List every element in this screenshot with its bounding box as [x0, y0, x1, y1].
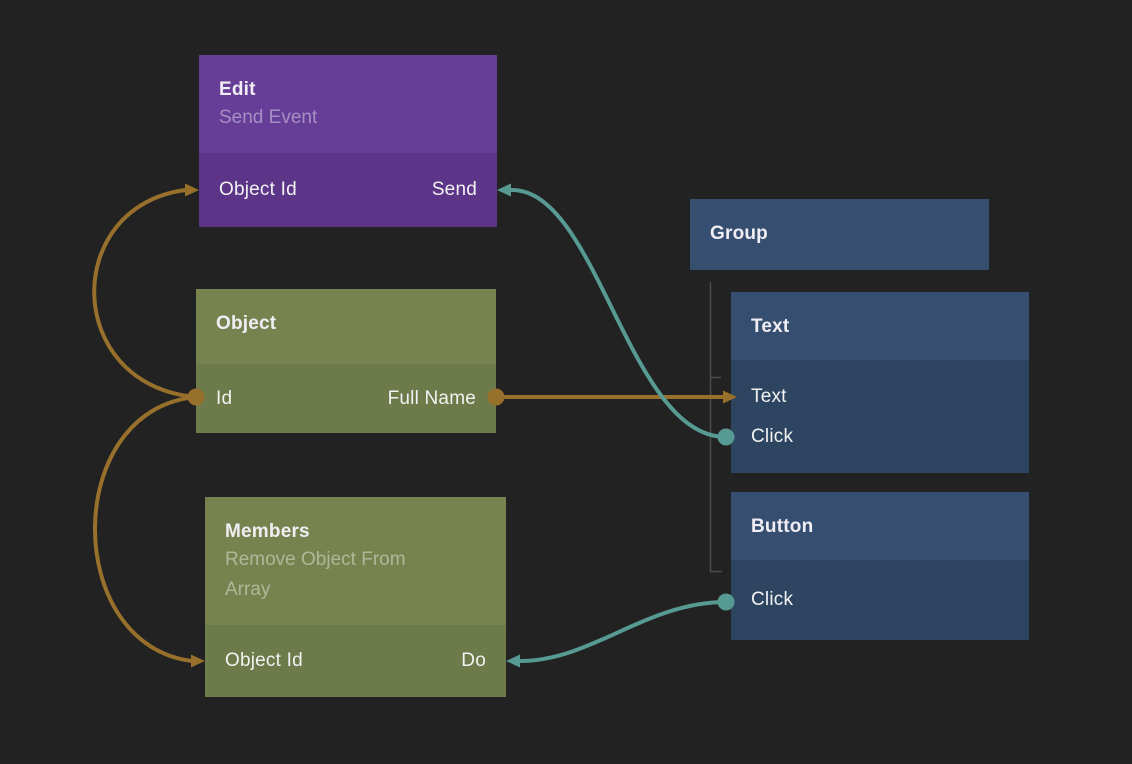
wire-object-id-to-edit-object-id[interactable]: [92, 188, 198, 399]
node-members[interactable]: Members Remove Object From Array Object …: [205, 497, 506, 697]
port-row: Id Full Name: [216, 379, 476, 419]
node-edit-subtitle: Send Event: [219, 107, 318, 128]
port-dot-button-click[interactable]: [717, 593, 735, 611]
wire-button-click-to-members-do[interactable]: [518, 600, 728, 663]
port-label-click[interactable]: Click: [751, 589, 794, 610]
port-dot-text-click[interactable]: [717, 428, 735, 446]
node-members-header: Members Remove Object From Array: [205, 497, 506, 625]
node-object[interactable]: Object Id Full Name: [196, 289, 496, 433]
arrowhead-edit-send[interactable]: [497, 183, 511, 197]
node-group-title: Group: [710, 223, 768, 244]
node-text[interactable]: Text Text Click: [731, 292, 1029, 473]
port-label-click[interactable]: Click: [751, 425, 794, 447]
wire-text-click-to-edit-send[interactable]: [510, 188, 728, 439]
port-dot-object-id[interactable]: [187, 388, 205, 406]
node-button-title: Button: [751, 516, 814, 537]
port-dot-object-full-name[interactable]: [487, 388, 505, 406]
node-text-body: Text Click: [731, 360, 1029, 473]
node-text-header: Text: [731, 292, 1029, 360]
port-row: Click: [751, 580, 1009, 620]
arrowhead-edit-object-id[interactable]: [185, 183, 199, 197]
node-group-header: Group: [690, 199, 989, 270]
node-object-body: Id Full Name: [196, 364, 496, 433]
port-label-object-id[interactable]: Object Id: [225, 650, 303, 671]
port-row: Object Id Send: [219, 170, 477, 210]
node-group[interactable]: Group: [690, 199, 989, 270]
port-label-id[interactable]: Id: [216, 387, 233, 409]
port-row: Click: [751, 417, 1009, 457]
port-label-do[interactable]: Do: [461, 650, 486, 671]
port-row: Text: [751, 377, 1009, 417]
node-button[interactable]: Button Click: [731, 492, 1029, 640]
port-label-full-name[interactable]: Full Name: [387, 387, 476, 409]
arrowhead-members-object-id[interactable]: [191, 654, 205, 668]
node-object-title: Object: [216, 313, 277, 334]
port-label-send[interactable]: Send: [431, 179, 477, 200]
port-label-object-id[interactable]: Object Id: [219, 179, 297, 200]
node-edit-title: Edit: [219, 79, 256, 100]
wire-object-id-to-members-object-id[interactable]: [93, 395, 198, 663]
node-object-header: Object: [196, 289, 496, 364]
arrowhead-members-do[interactable]: [506, 654, 520, 668]
node-members-subtitle: Remove Object From Array: [225, 549, 406, 600]
node-button-header: Button: [731, 492, 1029, 560]
node-edit-body: Object Id Send: [199, 153, 497, 227]
node-edit-header: Edit Send Event: [199, 55, 497, 153]
arrowhead-text-text[interactable]: [723, 390, 737, 404]
group-hierarchy-line: [709, 282, 722, 573]
node-members-body: Object Id Do: [205, 625, 506, 697]
node-members-title: Members: [225, 521, 310, 542]
port-label-text[interactable]: Text: [751, 385, 787, 407]
node-edit[interactable]: Edit Send Event Object Id Send: [199, 55, 497, 227]
node-text-title: Text: [751, 316, 790, 337]
port-row: Object Id Do: [225, 641, 486, 681]
node-button-body: Click: [731, 560, 1029, 640]
